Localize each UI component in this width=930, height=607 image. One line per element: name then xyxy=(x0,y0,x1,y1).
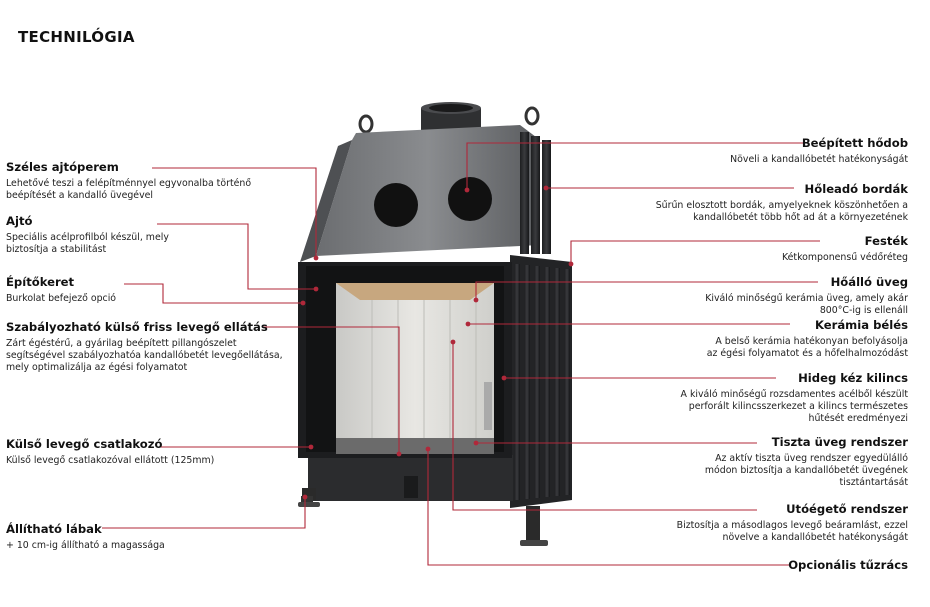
callout-desc: Az aktív tiszta üveg rendszer egyedüláll… xyxy=(704,453,908,488)
callout-dots xyxy=(300,185,574,500)
callout-desc: Külső levegő csatlakozóval ellátott (125… xyxy=(6,455,215,466)
callout-desc: Kétkomponensű védőréteg xyxy=(781,252,908,263)
callout-holeado-bordak: Hőleadó bordák Sűrűn elosztott bordák, a… xyxy=(656,182,908,224)
hood-opening-left xyxy=(374,183,418,227)
callout-desc: Biztosítja a másodlagos levegő beáramlás… xyxy=(676,520,908,543)
callout-desc: Növeli a kandallóbetét hatékonyságát xyxy=(730,154,908,165)
callout-desc: Zárt égéstérű, a gyárilag beépített pill… xyxy=(6,338,283,373)
callout-desc: Burkolat befejező opció xyxy=(6,293,117,304)
callout-keramia-beles: Kerámia bélés A belső kerámia hatékonyan… xyxy=(707,318,908,360)
callout-title: Opcionális tűzrács xyxy=(788,558,908,572)
ceramic-lining-lines xyxy=(371,298,477,438)
callout-epitokeret: Építőkeret Burkolat befejező opció xyxy=(6,275,116,305)
callout-title: Széles ajtóperem xyxy=(6,160,119,174)
callout-title: Szabályozható külső friss levegő ellátás xyxy=(6,320,268,334)
callout-desc: Speciális acélprofilból készül, mely biz… xyxy=(6,232,169,255)
callout-title: Festék xyxy=(864,234,908,248)
callout-opcionalis-tuzracs: Opcionális tűzrács xyxy=(788,558,908,573)
callout-festek: Festék Kétkomponensű védőréteg xyxy=(782,234,908,264)
callout-title: Állítható lábak xyxy=(6,522,102,536)
cold-handle xyxy=(484,382,492,430)
callout-title: Beépített hődob xyxy=(801,136,908,150)
heat-drum-hood xyxy=(316,125,540,256)
callout-lines xyxy=(102,142,820,566)
heat-fins-upper xyxy=(520,132,551,254)
callout-desc: Kiváló minőségű kerámia üveg, amely akár… xyxy=(705,293,908,316)
adjustable-legs xyxy=(298,496,548,546)
callout-title: Építőkeret xyxy=(6,275,75,289)
flue-collar xyxy=(421,102,481,130)
glass-bottom-strip xyxy=(336,438,494,454)
callout-friss-levego: Szabályozható külső friss levegő ellátás… xyxy=(6,320,283,374)
callout-allithato-labak: Állítható lábak + 10 cm-ig állítható a m… xyxy=(6,522,165,552)
callout-hoallo-uveg: Hőálló üveg Kiváló minőségű kerámia üveg… xyxy=(705,275,908,317)
callout-tiszta-uveg: Tiszta üveg rendszer Az aktív tiszta üve… xyxy=(705,435,908,489)
callout-ajto: Ajtó Speciális acélprofilból készül, mel… xyxy=(6,214,169,256)
heat-fins-side xyxy=(514,264,570,500)
callout-title: Hőleadó bordák xyxy=(804,182,908,196)
callout-desc: + 10 cm-ig állítható a magassága xyxy=(6,540,165,551)
callout-title: Hideg kéz kilincs xyxy=(798,371,908,385)
page-title: TECHNILÓGIA xyxy=(18,28,135,46)
callout-title: Tiszta üveg rendszer xyxy=(771,435,908,449)
callout-hideg-kez: Hideg kéz kilincs A kiváló minőségű rozs… xyxy=(681,371,908,425)
callout-desc: A belső kerámia hatékonyan befolyásolja … xyxy=(706,336,908,359)
callout-title: Kerámia bélés xyxy=(815,318,908,332)
callout-hodob: Beépített hődob Növeli a kandallóbetét h… xyxy=(730,136,908,166)
callout-desc: A kiváló minőségű rozsdamentes acélből k… xyxy=(680,389,908,424)
firebox-back xyxy=(336,283,494,438)
callout-title: Utóégető rendszer xyxy=(786,502,908,516)
callout-utoegeto: Utóégető rendszer Biztosítja a másodlago… xyxy=(677,502,908,544)
lifting-eyes xyxy=(358,106,540,134)
callout-title: Hőálló üveg xyxy=(830,275,908,289)
hood-opening-right xyxy=(448,177,492,221)
callout-desc: Sűrűn elosztott bordák, amyelyeknek kösz… xyxy=(655,200,908,223)
callout-desc: Lehetővé teszi a felépítménnyel egyvonal… xyxy=(6,178,252,201)
callout-title: Külső levegő csatlakozó xyxy=(6,437,163,451)
callout-title: Ajtó xyxy=(6,214,33,228)
callout-szeles-ajtoperem: Széles ajtóperem Lehetővé teszi a felépí… xyxy=(6,160,251,202)
callout-kulso-levego: Külső levegő csatlakozó Külső levegő csa… xyxy=(6,437,214,467)
